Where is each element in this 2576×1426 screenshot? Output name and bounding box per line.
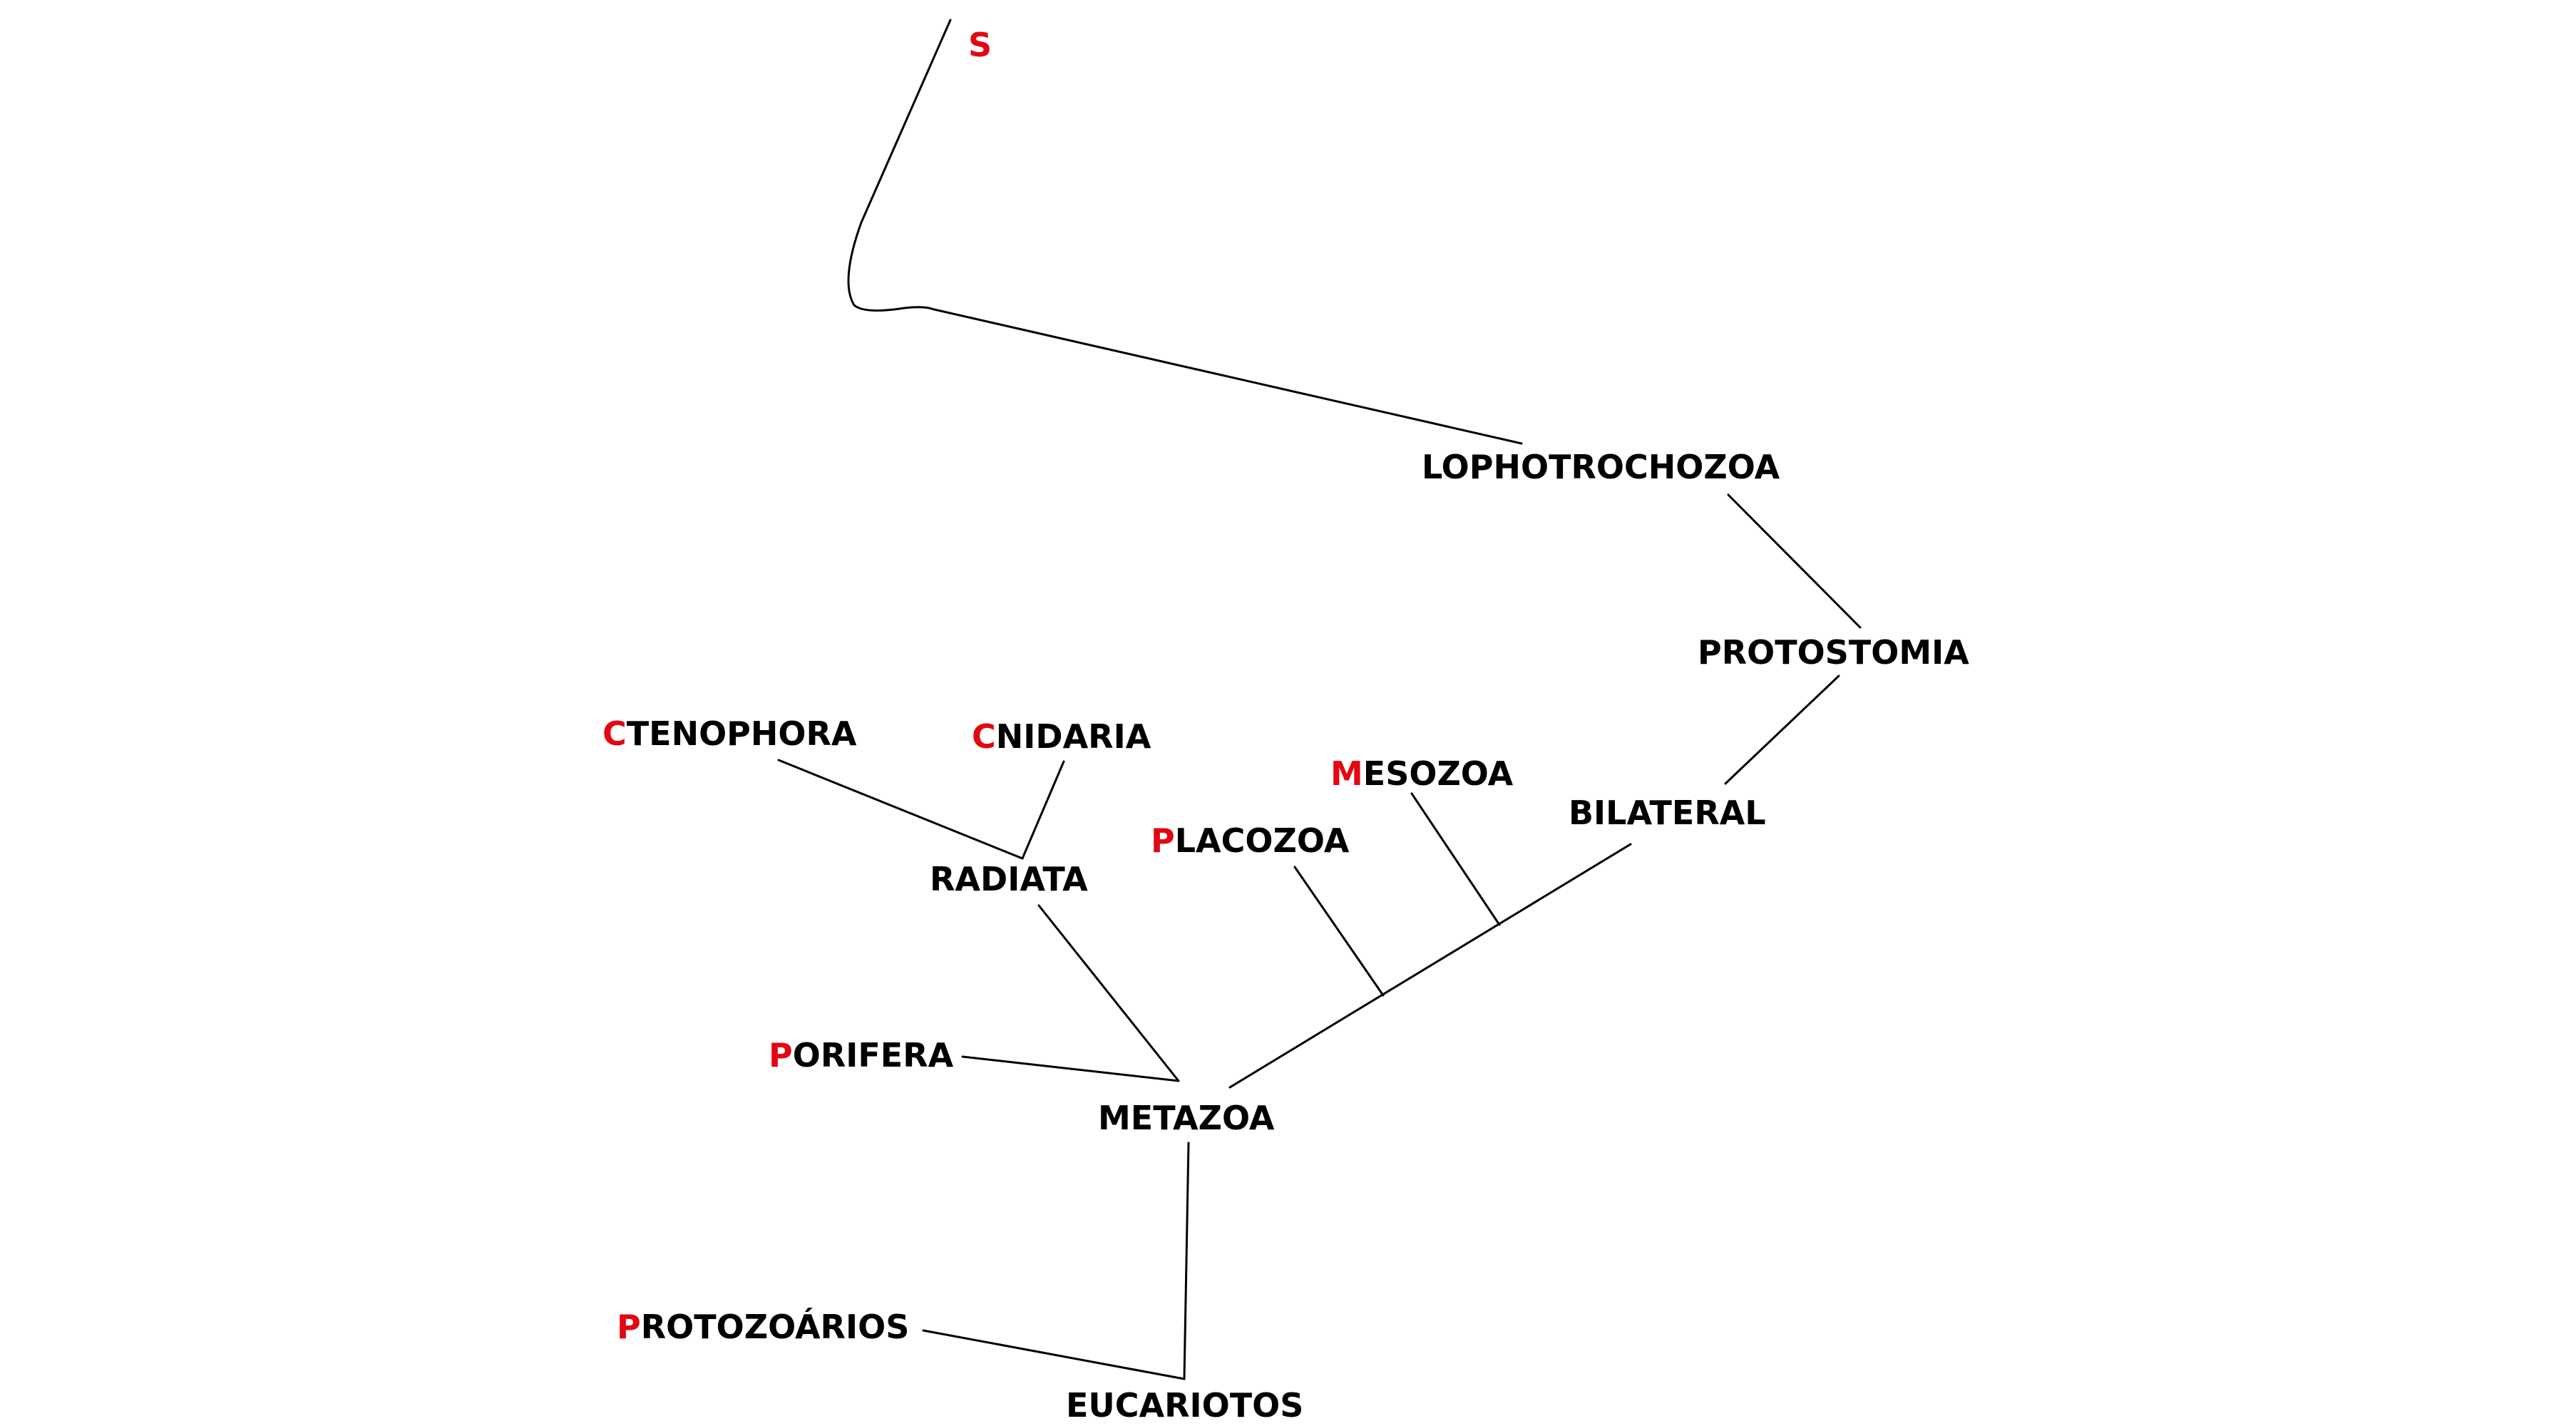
- label-cnidaria-initial: C: [972, 717, 996, 756]
- label-ctenophora: CTENOPHORA: [602, 717, 857, 750]
- label-ctenophora-rest: TENOPHORA: [626, 714, 857, 753]
- label-cnidaria-rest: NIDARIA: [995, 717, 1151, 756]
- label-mesozoa-rest: ESOZOA: [1363, 754, 1514, 793]
- label-eucariotos-rest: EUCARIOTOS: [1066, 1386, 1304, 1425]
- edge-s-lophotrochozoa: [847, 19, 1523, 445]
- label-cnidaria: CNIDARIA: [972, 720, 1151, 753]
- label-metazoa-rest: METAZOA: [1098, 1099, 1275, 1137]
- label-protozoarios-rest: ROTOZOÁRIOS: [640, 1308, 910, 1346]
- label-ctenophora-initial: C: [602, 714, 627, 753]
- label-placozoa-initial: P: [1151, 821, 1175, 860]
- label-protostomia-rest: PROTOSTOMIA: [1698, 633, 1969, 672]
- edge-ctenophora-radiata: [777, 759, 1024, 860]
- label-mesozoa-initial: M: [1330, 754, 1363, 793]
- label-porifera-initial: P: [769, 1036, 793, 1074]
- edge-mesozoa-bilateral: [1410, 792, 1501, 926]
- edge-porifera-metazoa: [961, 1055, 1180, 1082]
- label-mesozoa: MESOZOA: [1330, 757, 1513, 790]
- label-lophotrochozoa: LOPHOTROCHOZOA: [1422, 451, 1780, 483]
- edge-radiata-metazoa: [1037, 904, 1180, 1082]
- label-eucariotos: EUCARIOTOS: [1066, 1389, 1303, 1422]
- edge-bilateral-metazoa: [1228, 843, 1632, 1089]
- label-protostomia: PROTOSTOMIA: [1698, 636, 1969, 669]
- label-porifera: PORIFERA: [769, 1039, 953, 1072]
- label-s: S: [968, 29, 992, 61]
- label-placozoa-rest: LACOZOA: [1174, 821, 1350, 860]
- edge-metazoa-eucariotos: [1183, 1142, 1190, 1380]
- edge-lophotrochozoa-protostomia: [1727, 493, 1862, 629]
- label-lophotrochozoa-rest: LOPHOTROCHOZOA: [1422, 448, 1780, 486]
- label-bilateral-rest: BILATERAL: [1569, 794, 1766, 832]
- edge-protostomia-bilateral: [1724, 674, 1840, 785]
- label-metazoa: METAZOA: [1098, 1102, 1274, 1134]
- edge-placozoa-bilateral: [1293, 866, 1385, 997]
- label-protozoarios: PROTOZOÁRIOS: [617, 1310, 909, 1343]
- label-porifera-rest: ORIFERA: [792, 1036, 954, 1074]
- label-protozoarios-initial: P: [617, 1308, 641, 1346]
- label-radiata-rest: RADIATA: [930, 860, 1088, 898]
- label-s-initial: S: [968, 26, 992, 64]
- edge-protozoarios-eucariotos: [922, 1329, 1186, 1380]
- edge-cnidaria-radiata: [1021, 760, 1065, 860]
- label-bilateral: BILATERAL: [1569, 796, 1766, 829]
- label-radiata: RADIATA: [930, 863, 1088, 896]
- label-placozoa: PLACOZOA: [1151, 824, 1349, 857]
